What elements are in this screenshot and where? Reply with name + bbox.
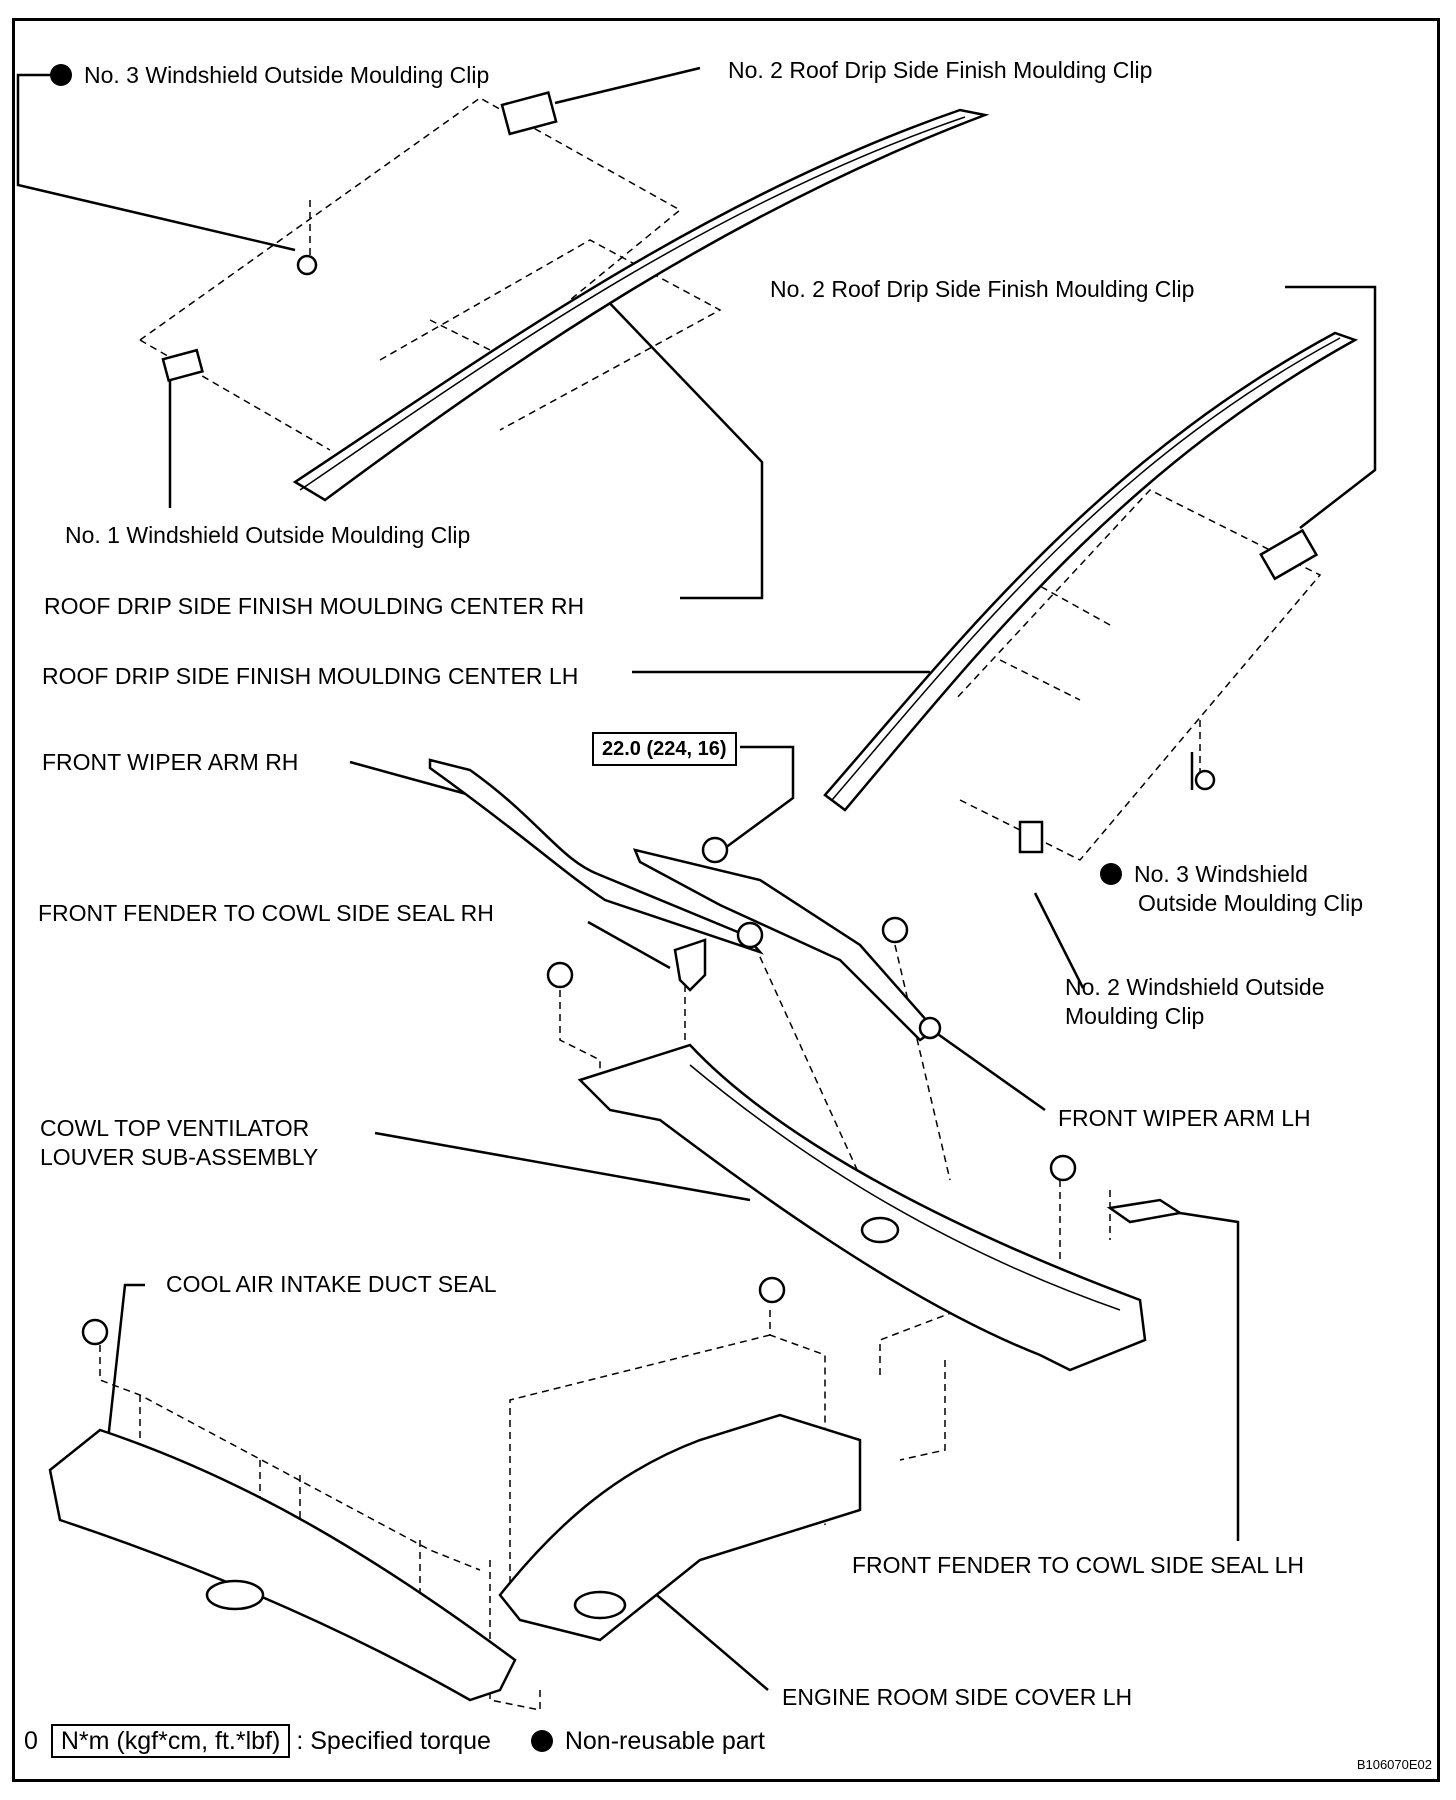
leader-seal-lh bbox=[1179, 1211, 1240, 1541]
leader-wiper-rh bbox=[349, 760, 471, 797]
roof-clip-top bbox=[500, 91, 558, 136]
label-roof-clip-mid: No. 2 Roof Drip Side Finish Moulding Cli… bbox=[770, 276, 1195, 302]
leader-roof-clip-top bbox=[554, 66, 701, 105]
leader-wiper-lh bbox=[924, 1023, 1046, 1112]
label-clip2-ws: No. 2 Windshield Outside bbox=[1065, 974, 1325, 1000]
ws-clip2 bbox=[1018, 820, 1044, 854]
label-clip1: No. 1 Windshield Outside Moulding Clip bbox=[65, 522, 471, 548]
label-center-rh: ROOF DRIP SIDE FINISH MOULDING CENTER RH bbox=[44, 593, 585, 619]
diagram-id: B106070E02 bbox=[1356, 1757, 1432, 1772]
label-engine-cover: ENGINE ROOM SIDE COVER LH bbox=[782, 1684, 1133, 1710]
torque-box: 22.0 (224, 16) bbox=[592, 732, 737, 766]
label-clip3-right: No. 3 Windshield bbox=[1100, 860, 1308, 889]
ws-clip3-right bbox=[1194, 769, 1216, 791]
leader-seal-rh bbox=[587, 920, 671, 970]
label-wiper-rh: FRONT WIPER ARM RH bbox=[42, 749, 299, 775]
label-clip3-right-line2: Outside Moulding Clip bbox=[1138, 890, 1364, 916]
engine-room-cover bbox=[498, 1413, 862, 1642]
cowl-louver bbox=[577, 1043, 1147, 1372]
legend-torque-text: : Specified torque bbox=[296, 1727, 491, 1755]
label-clip3-top: No. 3 Windshield Outside Moulding Clip bbox=[50, 61, 489, 90]
label-center-lh: ROOF DRIP SIDE FINISH MOULDING CENTER LH bbox=[42, 663, 579, 689]
side-seal-rh bbox=[673, 938, 707, 992]
wiper-arm-rh bbox=[428, 758, 765, 955]
roof-clip-mid bbox=[1259, 528, 1319, 581]
wiper-arm-lh bbox=[632, 848, 937, 1042]
leader-engine-cover bbox=[644, 1584, 769, 1691]
side-seal-lh bbox=[1106, 1198, 1184, 1224]
label-seal-rh: FRONT FENDER TO COWL SIDE SEAL RH bbox=[38, 900, 494, 926]
duct-seal bbox=[48, 1428, 517, 1702]
legend-unit-box: N*m (kgf*cm, ft.*lbf) bbox=[50, 1724, 291, 1758]
label-wiper-lh: FRONT WIPER ARM LH bbox=[1058, 1105, 1311, 1131]
leader-clip3-top bbox=[16, 73, 296, 252]
label-duct-seal: COOL AIR INTAKE DUCT SEAL bbox=[166, 1271, 497, 1297]
leader-roof-clip-mid bbox=[1285, 285, 1377, 529]
leader-duct-seal bbox=[106, 1283, 145, 1441]
nonreusable-dot-icon bbox=[50, 64, 72, 86]
legend-nonreusable-text: Non-reusable part bbox=[564, 1727, 765, 1755]
legend: 0 N*m (kgf*cm, ft.*lbf): Specified torqu… bbox=[24, 1724, 765, 1758]
leader-center-rh bbox=[599, 292, 764, 600]
leader-torque bbox=[724, 745, 795, 850]
label-clip2-ws-line2: Moulding Clip bbox=[1065, 1003, 1205, 1029]
nonreusable-dot-icon bbox=[1100, 863, 1122, 885]
legend-prefix: 0 bbox=[24, 1727, 38, 1755]
ws-clip3-top bbox=[296, 254, 318, 276]
nonreusable-dot-icon bbox=[530, 1730, 553, 1752]
label-cowl: COWL TOP VENTILATOR bbox=[40, 1115, 310, 1141]
label-seal-lh: FRONT FENDER TO COWL SIDE SEAL LH bbox=[852, 1552, 1304, 1578]
moulding-center-lh bbox=[823, 331, 1359, 812]
ws-clip1 bbox=[161, 348, 204, 383]
diagram-frame bbox=[12, 18, 1440, 1782]
label-cowl-line2: LOUVER SUB-ASSEMBLY bbox=[40, 1144, 319, 1170]
label-roof-clip-top: No. 2 Roof Drip Side Finish Moulding Cli… bbox=[728, 57, 1153, 83]
leader-clip2-ws bbox=[1033, 892, 1085, 989]
leader-cowl bbox=[374, 1131, 751, 1202]
moulding-center-rh bbox=[292, 108, 990, 502]
